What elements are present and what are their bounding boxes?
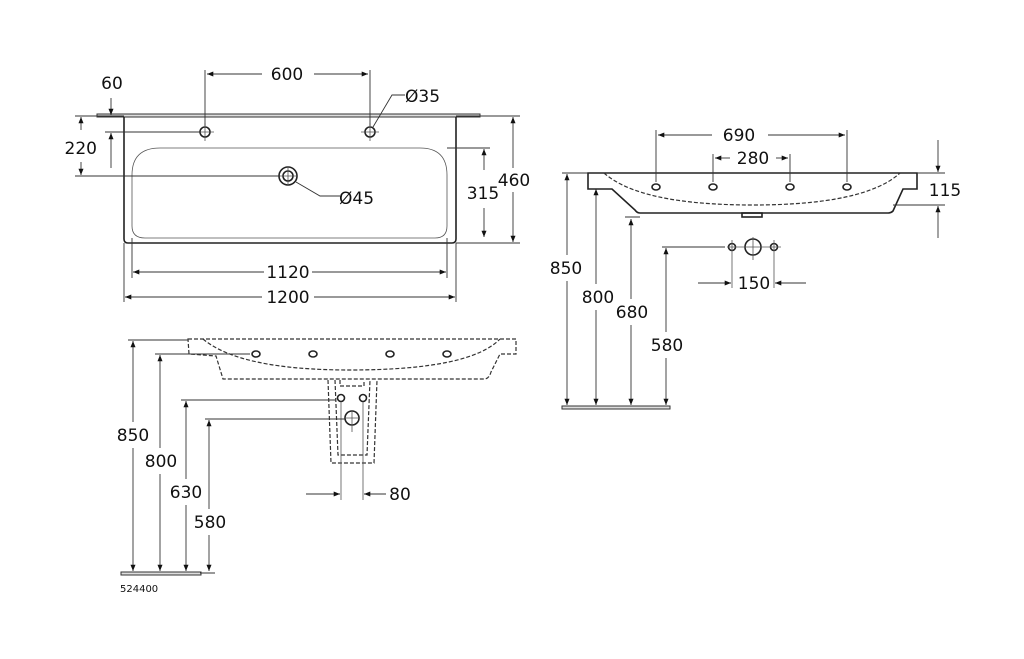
pedestal-connections [336, 393, 368, 500]
dim-580-pedestal: 580 [194, 513, 226, 533]
pedestal-view: 80 850 800 630 580 524400 [117, 338, 517, 595]
dim-600: 600 [271, 65, 303, 85]
dim-115: 115 [929, 181, 961, 201]
dim-315: 315 [467, 184, 499, 204]
drain-hole [278, 166, 298, 186]
dim-800-side: 800 [582, 288, 614, 308]
dim-60: 60 [101, 74, 123, 94]
top-view: 600 60 220 Ø35 Ø45 315 460 1120 1200 [65, 65, 531, 308]
dim-690: 690 [723, 126, 755, 146]
dim-630-pedestal: 630 [170, 483, 202, 503]
dim-tap-diameter: Ø35 [405, 87, 440, 107]
dim-280: 280 [737, 149, 769, 169]
floor-line [561, 405, 671, 410]
dim-80: 80 [389, 485, 411, 505]
article-number: 524400 [120, 584, 158, 595]
pedestal [327, 379, 378, 464]
bowl-outline [131, 147, 448, 239]
dim-1120: 1120 [266, 263, 309, 283]
floor-line [120, 571, 202, 576]
side-view: 690 280 115 850 800 680 580 150 [550, 126, 961, 410]
basin-outline [123, 117, 457, 244]
dim-drain-diameter: Ø45 [339, 189, 374, 209]
dim-680-side: 680 [616, 303, 648, 323]
dim-1200: 1200 [266, 288, 309, 308]
dim-150: 150 [738, 274, 770, 294]
dim-460: 460 [498, 171, 530, 191]
dim-850-pedestal: 850 [117, 426, 149, 446]
wall-line [96, 113, 481, 118]
dim-580-side: 580 [651, 336, 683, 356]
dim-850-side: 850 [550, 259, 582, 279]
basin-profile [587, 172, 918, 214]
dim-800-pedestal: 800 [145, 452, 177, 472]
pedestal-tap-holes [251, 350, 452, 358]
dim-220: 220 [65, 139, 97, 159]
wall-connections [727, 237, 781, 288]
side-tap-holes [651, 183, 852, 191]
